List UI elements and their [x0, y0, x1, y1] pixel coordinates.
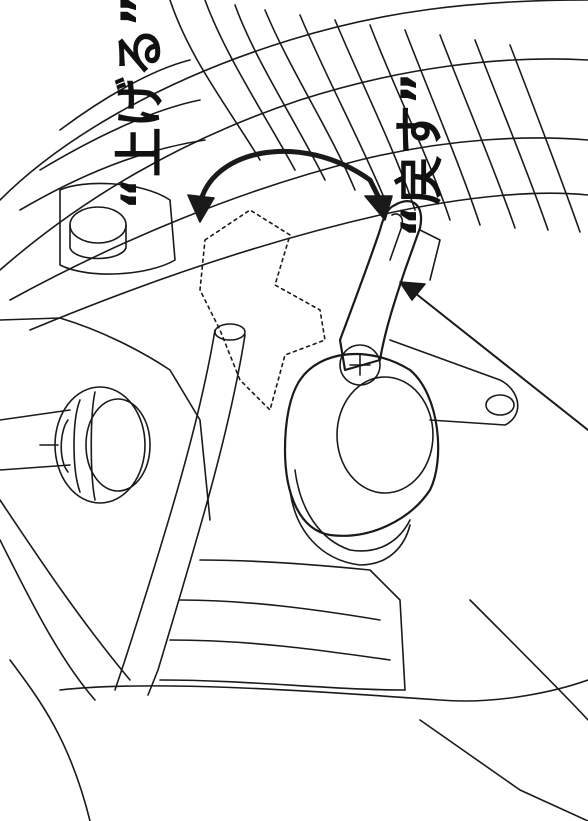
pointer-arrow-icon: [399, 281, 588, 431]
fuel-hose: [114, 323, 246, 696]
primer-cylinder: [283, 352, 440, 566]
engine-body: [0, 317, 211, 821]
bracket-arm: [389, 229, 519, 426]
mounting-boss: [59, 182, 176, 275]
rubber-boot: [159, 559, 406, 691]
ribbed-tank-shroud: [0, 0, 588, 331]
base-frame: [59, 599, 588, 821]
fuel-cap-knob: [39, 386, 151, 504]
label-return: “戻す”: [391, 72, 449, 238]
dotted-alternate-position: [199, 209, 326, 411]
double-arrow-icon: [187, 148, 393, 223]
label-raise: “上げる”: [111, 0, 169, 210]
choke-lever: [338, 200, 423, 372]
